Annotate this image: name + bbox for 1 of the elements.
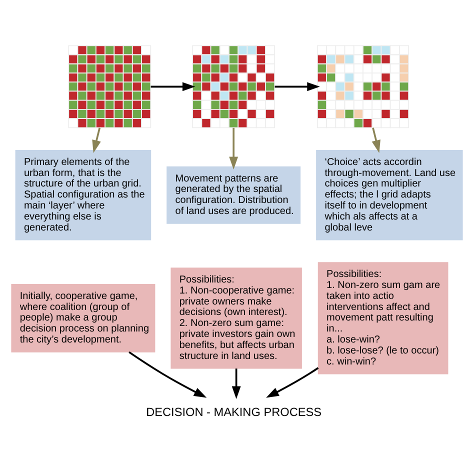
node-text: DECISION - MAKING PROCESS	[146, 404, 322, 419]
